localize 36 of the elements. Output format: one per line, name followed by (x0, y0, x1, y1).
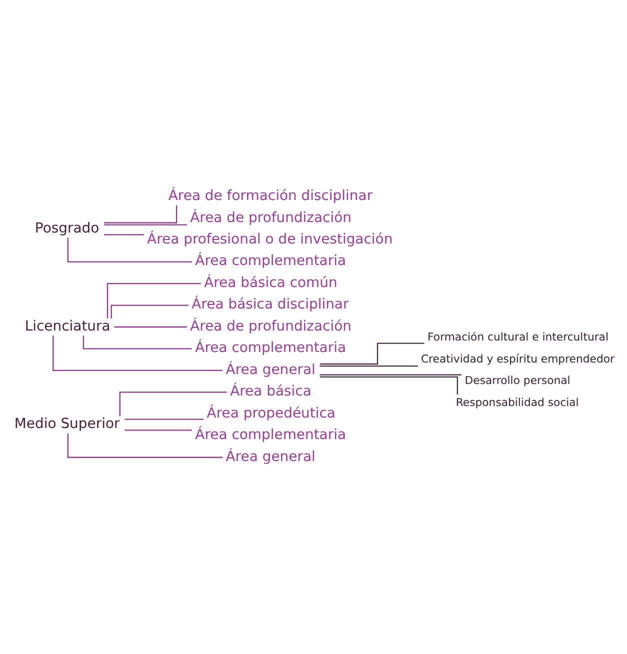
node-text: Posgrado (34, 220, 100, 237)
connector (320, 374, 462, 376)
connector (320, 342, 424, 365)
node-text: Área complementaria (195, 427, 346, 444)
connector (320, 365, 418, 367)
connector (104, 224, 187, 226)
node-text: Área propedéutica (206, 405, 336, 422)
node-text: Área básica (230, 384, 312, 400)
connector (124, 418, 204, 420)
connector (52, 336, 223, 372)
node-text: Área de profundización (190, 210, 352, 226)
connector (119, 392, 227, 416)
connector (104, 205, 178, 224)
node-text: Área básica disciplinar (192, 296, 349, 313)
node-text: Área profesional o de investigación (147, 232, 393, 248)
node-text: Área general (226, 362, 316, 378)
node-text: Área general (226, 448, 316, 465)
node-text: Creatividad y espíritu emprendedor (420, 352, 614, 366)
node-text: Responsabilidad social (456, 396, 579, 409)
connector (320, 376, 458, 394)
node-text: Medio Superior (14, 416, 120, 432)
connector (104, 234, 144, 236)
connector (106, 282, 201, 318)
node-text: Desarrollo personal (464, 374, 570, 388)
node-text: Área complementaria (195, 340, 346, 356)
node-text: Área básica común (204, 274, 338, 291)
connector (124, 430, 192, 431)
connector (110, 304, 188, 318)
connector (67, 433, 222, 458)
node-text: Área de formación disciplinar (168, 188, 373, 204)
connector (67, 238, 192, 262)
node-text: Licenciatura (24, 318, 110, 334)
node-text: Área de profundización (190, 318, 352, 334)
connector (114, 326, 187, 328)
node-text: Formación cultural e intercultural (428, 330, 608, 344)
node-text: Área complementaria (195, 253, 346, 270)
